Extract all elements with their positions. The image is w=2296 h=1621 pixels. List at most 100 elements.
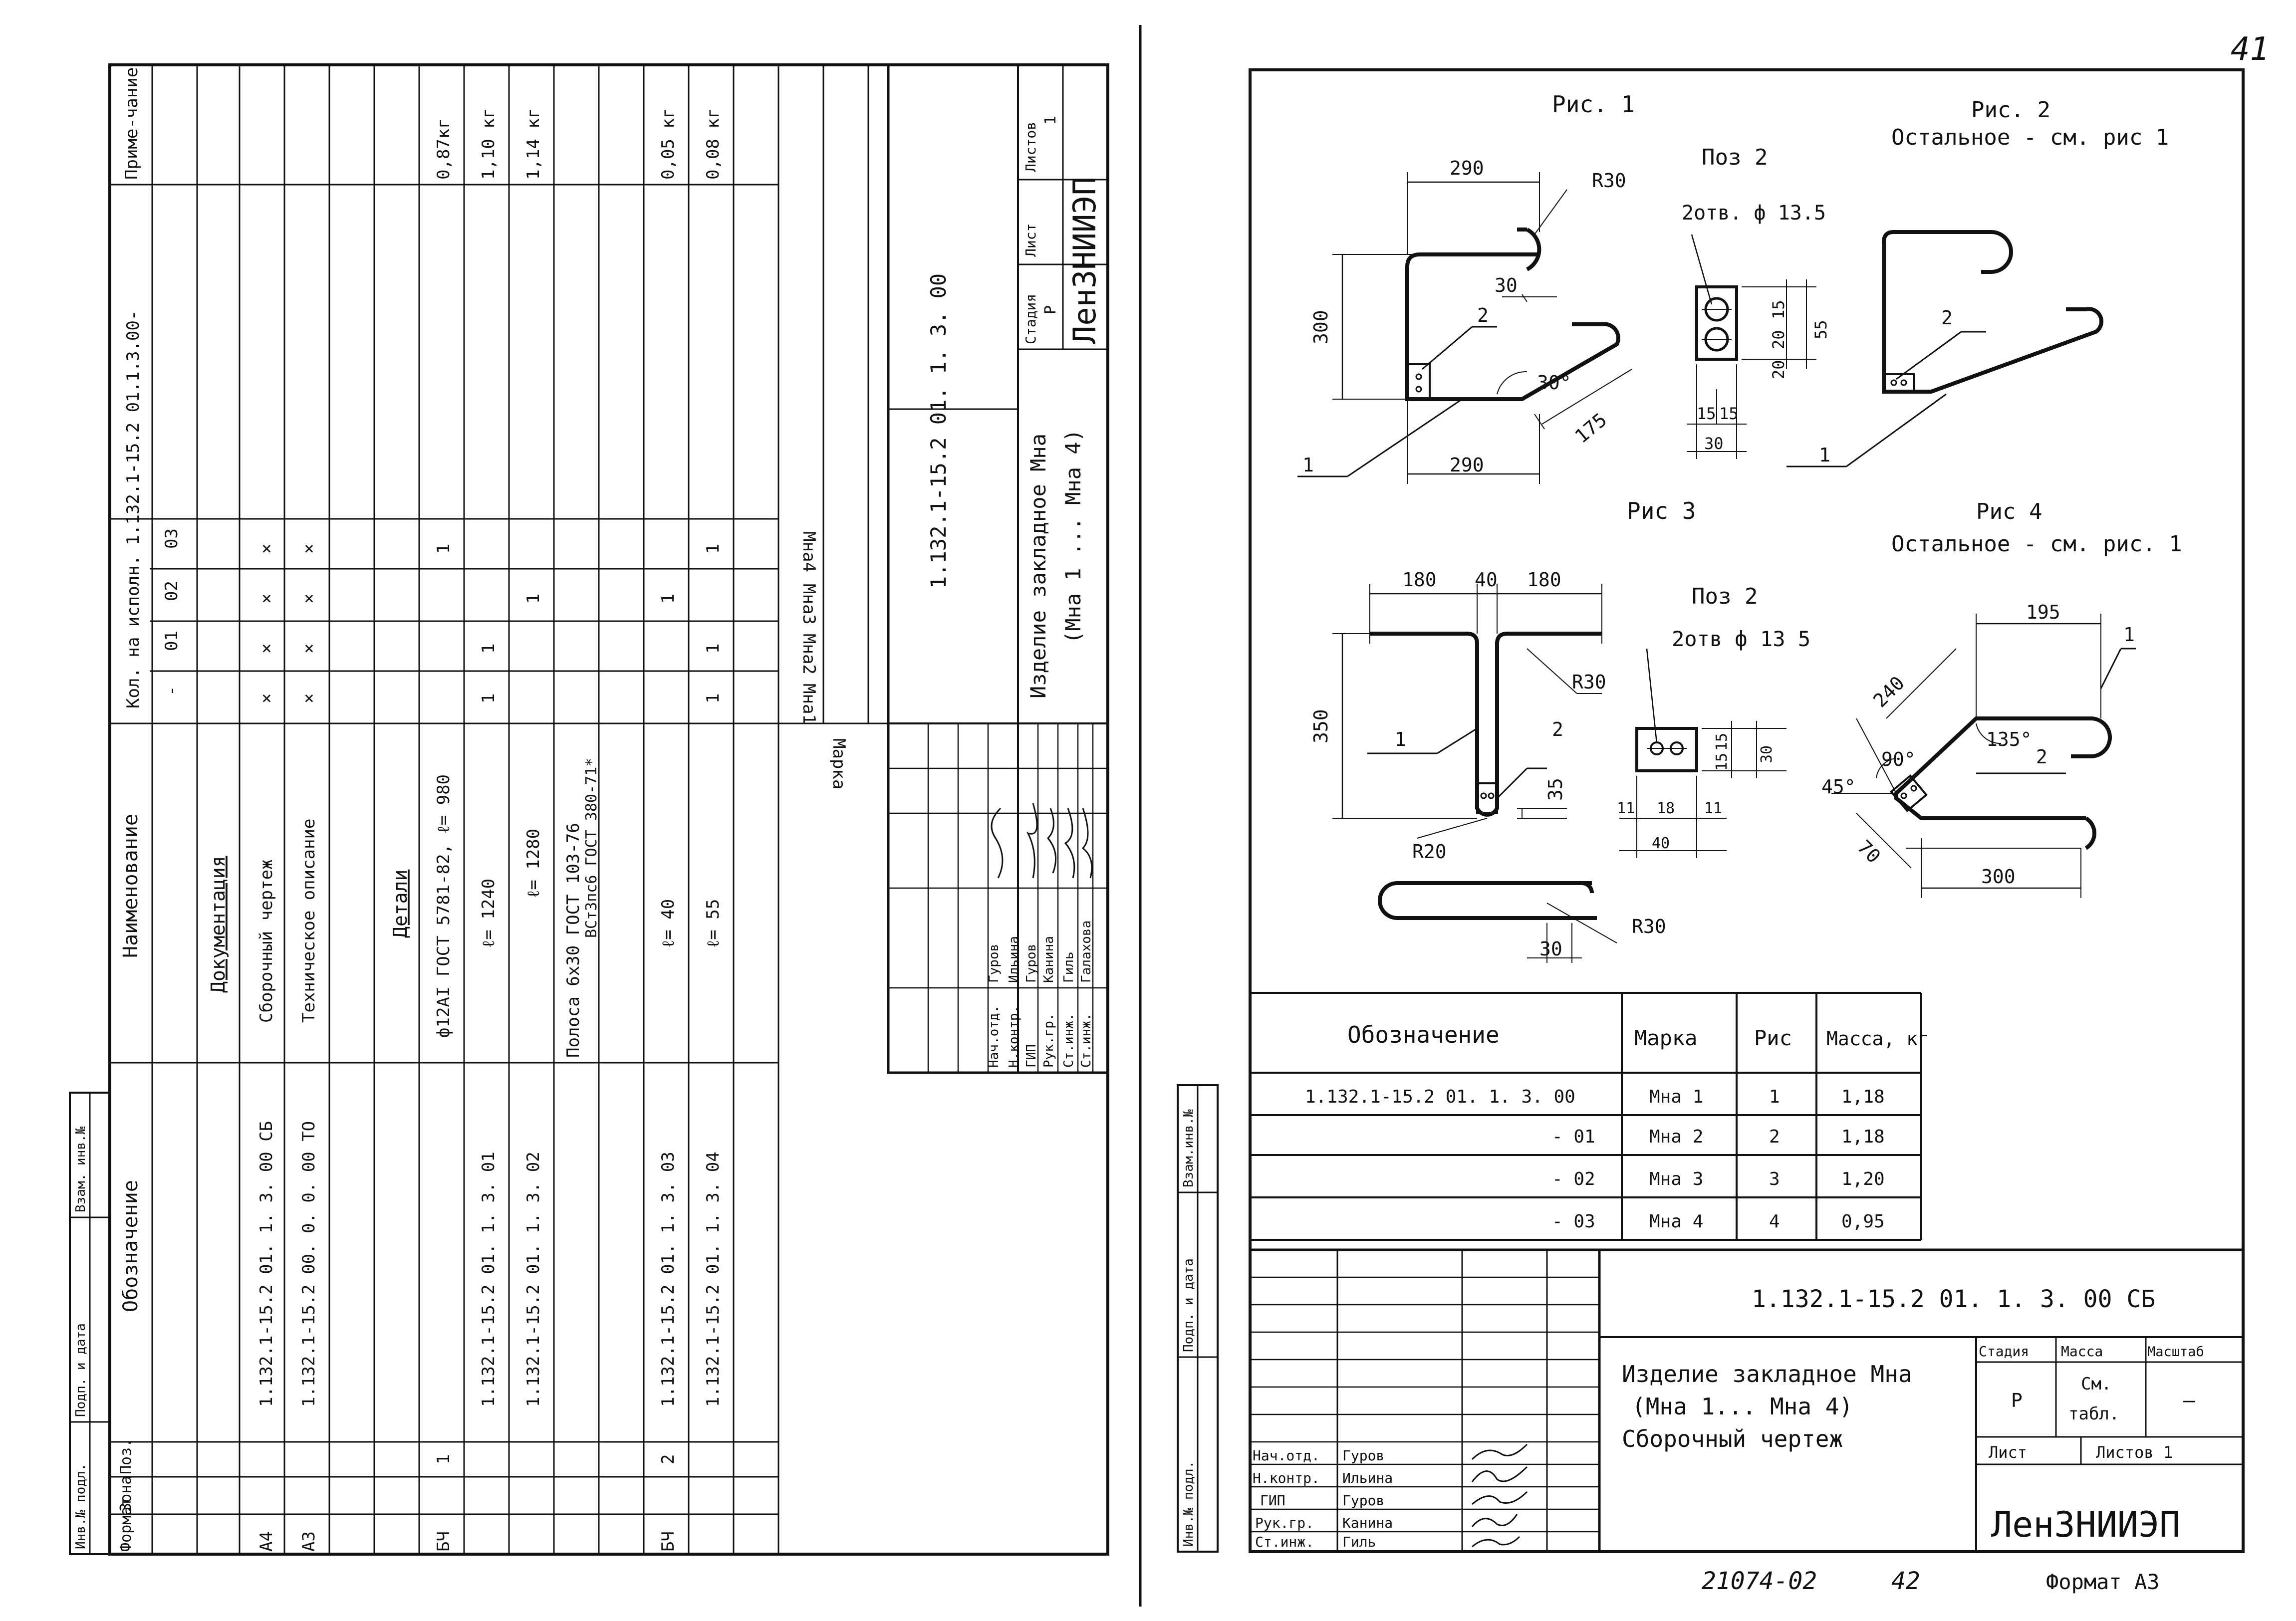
right-title-l1: Изделие закладное Мна: [1622, 1361, 1912, 1388]
fig1-caption: Рис. 1: [1552, 91, 1635, 118]
pos2-plate-a: [1687, 234, 1816, 459]
dim-label: 350: [1310, 709, 1332, 743]
row-name: Сборочный чертеж: [256, 859, 276, 1023]
row-mark: Мна1: [799, 684, 819, 724]
row-qty: ×: [299, 544, 319, 554]
dim-label: 290: [1450, 454, 1484, 476]
row-note: 0,08 кг: [703, 108, 723, 180]
left-sheet-label: Лист: [1022, 224, 1039, 257]
row-mark: Мна3: [799, 584, 819, 625]
dim-label: 300: [1310, 310, 1332, 344]
left-title-subtitle: (Мна 1 ... Мна 4): [1061, 429, 1085, 644]
spec-cell: 1,18: [1841, 1087, 1885, 1107]
header-note: Приме-чание: [122, 67, 142, 180]
header-name: Наименование: [119, 814, 142, 958]
right-sheet-label: Лист: [1989, 1443, 2027, 1462]
header-col-01: 01: [162, 631, 182, 651]
spec-rows: Документация А4 1.132.1-15.2 01. 1. 3. 0…: [207, 108, 849, 1552]
dim-label: 30: [1495, 274, 1518, 296]
row-pos: 2: [658, 1454, 678, 1464]
row-note: 0,87кг: [434, 118, 454, 180]
row-format: БЧ: [434, 1531, 454, 1552]
dim-label: R30: [1592, 170, 1626, 192]
left-org: ЛенЗНИИЭП: [1066, 177, 1103, 344]
fig2-drawing: [1786, 230, 2104, 467]
left-role: Рук.гр.: [1041, 1013, 1056, 1068]
right-org: ЛенЗНИИЭП: [1991, 1504, 2180, 1545]
row-designation: 1.132.1-15.2 00. 0. 0. 00 ТО: [299, 1121, 319, 1407]
dim-label: 55: [1811, 320, 1830, 339]
left-person: Гиль: [1061, 951, 1076, 983]
row-qty: ×: [299, 694, 319, 703]
row-format: А3: [299, 1531, 319, 1552]
right-mass-l2: табл.: [2068, 1404, 2119, 1424]
right-mass-label: Масса: [2061, 1343, 2103, 1360]
dim-label: 290: [1450, 157, 1484, 179]
right-stamp-repl: Взам.инв.№: [1181, 1109, 1196, 1187]
row-qty: 1: [658, 594, 678, 604]
left-stamp-repl: Взам. инв.№: [73, 1126, 88, 1212]
right-role: ГИП: [1260, 1492, 1285, 1509]
holes-caption-a: 2отв. ф 13.5: [1682, 202, 1826, 225]
row-name: ℓ= 1240: [479, 879, 499, 948]
dim-label: 15: [1769, 300, 1788, 319]
left-stamp-inv: Инв.№ подл.: [73, 1463, 88, 1549]
dim-label: 11: [1704, 800, 1722, 817]
dim-label: 2: [2036, 746, 2047, 768]
spec-cell: 1,20: [1841, 1169, 1885, 1189]
row-qty: 1: [703, 544, 723, 554]
row-designation: 1.132.1-15.2 01. 1. 3. 01: [479, 1152, 499, 1407]
row-name: Техническое описание: [299, 819, 319, 1023]
fig3-drawing: [1332, 584, 1617, 963]
dim-label: 195: [2026, 601, 2060, 623]
row-qty: 1: [523, 594, 543, 604]
dim-label: 30: [1539, 938, 1562, 960]
row-pos: 1: [434, 1454, 454, 1464]
fig1-drawing: [1297, 172, 1632, 484]
row-name: ℓ= 1280: [523, 829, 543, 898]
row-qty: 1: [703, 644, 723, 654]
row-qty: 1: [703, 694, 723, 703]
row-designation: 1.132.1-15.2 01. 1. 3. 03: [658, 1152, 678, 1407]
header-designation: Обозначение: [119, 1180, 142, 1312]
dim-label: 30: [1758, 745, 1776, 763]
dim-label: 1: [1819, 444, 1830, 466]
row-qty: ×: [256, 594, 276, 604]
row-note: 1,14 кг: [523, 108, 543, 180]
dim-label: 40: [1475, 569, 1498, 591]
right-sheet: Рис. 1 Рис. 2 Остальное - см. рис 1 Поз …: [1177, 68, 2245, 1553]
dim-label: 1: [1302, 454, 1314, 476]
right-scale: —: [2183, 1389, 2196, 1412]
right-title-block: 1.132.1-15.2 01. 1. 3. 00 СБ Изделие зак…: [1250, 1248, 2243, 1552]
dim-label: 1: [2123, 624, 2135, 646]
fig2-caption: Рис. 2: [1971, 97, 2050, 123]
right-person: Гуров: [1342, 1492, 1384, 1509]
footer-format: Формат А3: [2046, 1570, 2160, 1594]
row-section-parts: Детали: [389, 870, 411, 938]
row-format: БЧ: [658, 1531, 678, 1552]
left-person: Гуров: [1024, 944, 1039, 983]
fig4-drawing: [1831, 614, 2136, 898]
spec-cell: 1: [1769, 1087, 1780, 1107]
dim-label: 20: [1769, 330, 1788, 349]
dim-label: 15: [1713, 753, 1731, 771]
spec-cell: 1,18: [1841, 1127, 1885, 1147]
spec-cell: Мна 3: [1649, 1169, 1703, 1189]
left-sheets-label: Листов: [1022, 122, 1039, 172]
row-note: 1,10 кг: [479, 108, 499, 180]
right-person: Канина: [1342, 1515, 1393, 1531]
row-designation: 1.132.1-15.2 01. 1. 3. 04: [703, 1152, 723, 1407]
right-mass-l1: См.: [2081, 1374, 2111, 1394]
left-role: Нач.отд.: [987, 1005, 1002, 1068]
left-signatures: [991, 803, 1093, 879]
fig4-note: Остальное - см. рис. 1: [1891, 531, 2182, 557]
row-qty: 1: [479, 644, 499, 654]
left-role: Ст.инж.: [1061, 1013, 1076, 1068]
spec-cell: 1.132.1-15.2 01. 1. 3. 00: [1305, 1087, 1575, 1107]
row-mark-label: Марка: [829, 738, 849, 789]
dim-label: 135°: [1986, 728, 2032, 750]
spec-cell: Мна 4: [1649, 1211, 1703, 1232]
row-qty: ×: [256, 694, 276, 703]
right-signatures: [1471, 1443, 1528, 1548]
